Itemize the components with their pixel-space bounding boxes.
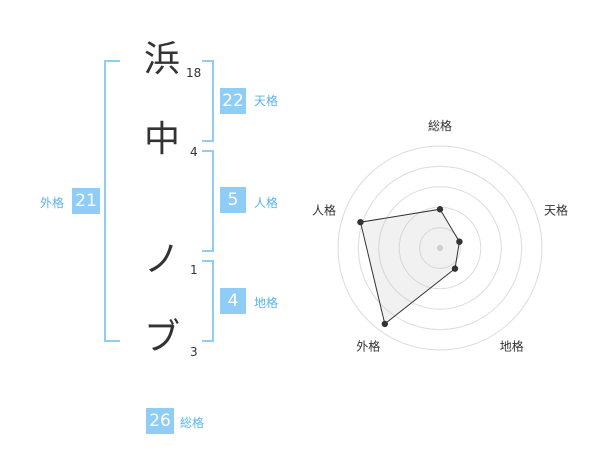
radar-ring-4 [357,165,523,331]
gaikaku-bracket [104,60,120,342]
soukaku-label: 総格 [180,416,205,430]
stroke-count-2: 4 [190,145,198,159]
gaikaku-label: 外格 [40,196,65,210]
chikaku-bracket [202,260,214,342]
name-char-3: ノ [143,239,180,280]
radar-ring-5 [337,145,543,351]
radar-series-polygon [359,208,460,325]
gaikaku-value: 21 [72,188,100,214]
radar-point-3 [451,265,459,272]
radar-ring-1 [419,227,461,269]
name-char-1: 浜 [143,39,180,80]
radar-axis-label-5: 人格 [312,202,336,217]
jinkaku-label: 人格 [254,196,279,210]
radar-ring-3 [378,186,502,310]
radar-axis-label-1: 総格 [428,118,452,133]
tenkaku-value: 22 [220,88,246,114]
radar-point-1 [436,206,444,213]
chikaku-value: 4 [220,288,246,314]
jinkaku-value: 5 [220,187,246,213]
tenkaku-label: 天格 [254,94,279,108]
name-char-4: ブ [143,317,180,358]
stroke-count-1: 18 [186,66,202,80]
radar-center-dot [437,245,443,251]
stroke-count-3: 1 [190,263,198,277]
stroke-count-4: 3 [190,345,198,359]
radar-axis-label-3: 地格 [500,339,524,354]
radar-point-4 [381,320,389,328]
radar-axis-label-2: 天格 [544,202,568,217]
radar-axis-label-4: 外格 [356,339,380,354]
soukaku-value: 26 [146,408,174,434]
tenkaku-bracket [202,60,214,142]
name-char-2: 中 [143,119,180,160]
chikaku-label: 地格 [254,296,279,310]
jinkaku-bracket [202,150,214,252]
radar-point-2 [456,238,463,245]
radar-point-5 [357,218,364,226]
